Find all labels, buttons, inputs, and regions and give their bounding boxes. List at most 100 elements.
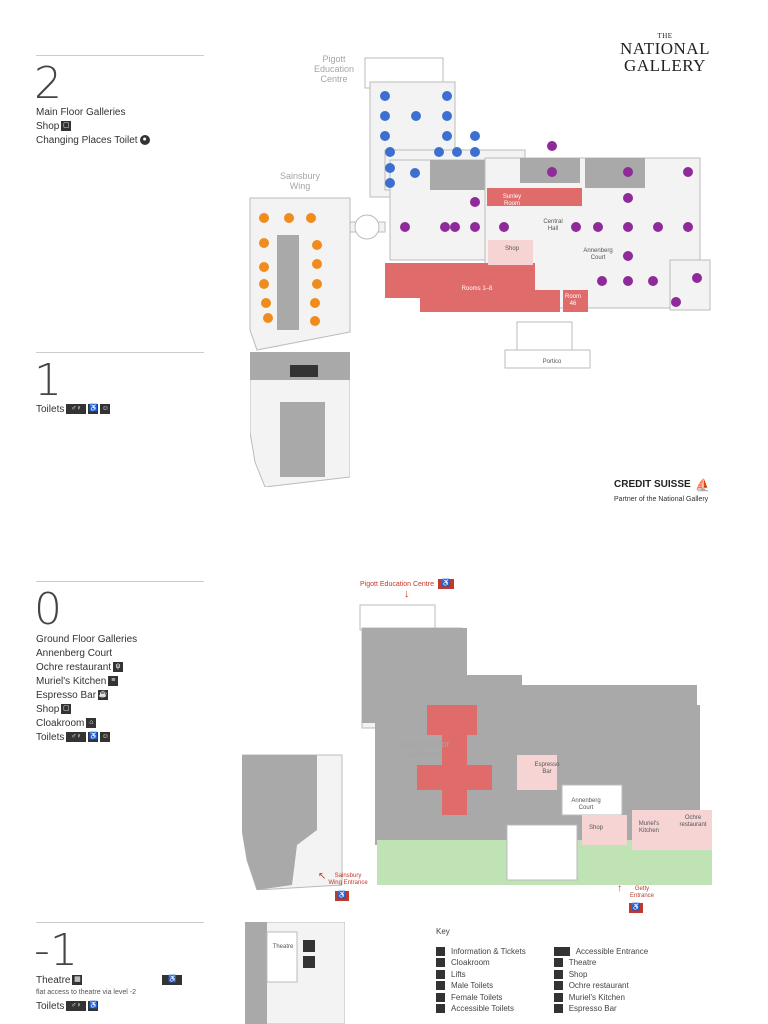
- level-0-item: Muriel's Kitchen≡: [36, 675, 137, 689]
- level-minus1-number: -1: [34, 925, 78, 976]
- level-0-number: 0: [34, 584, 62, 635]
- key-item: Espresso Bar: [553, 1003, 648, 1015]
- map-label-sainsbury-wing-entrance: Sainsbury Wing Entrance: [328, 873, 368, 886]
- level-0-item: Ground Floor Galleries: [36, 634, 138, 645]
- ochre-restaurant-icon: ψ: [113, 662, 124, 673]
- accessible-toilet-icon: ♿: [88, 732, 99, 743]
- sailboat-icon: ⛵: [695, 478, 710, 492]
- sponsor-name: CREDIT SUISSE: [614, 479, 691, 490]
- info-icon: [436, 946, 445, 956]
- baby-change-icon: ☺: [100, 404, 111, 415]
- key-right-column: Accessible Entrance Theatre Shop Ochre r…: [553, 946, 648, 1015]
- pigott-entrance-arrow: ↓: [404, 588, 410, 600]
- logo-the: THE: [657, 32, 673, 40]
- sponsor-tagline: Partner of the National Gallery: [614, 496, 709, 503]
- shop-icon: ▢: [61, 704, 72, 715]
- map-label-muriels-kitchen: Muriel's Kitchen: [638, 821, 660, 834]
- getty-entrance-arrow: ↑: [617, 883, 622, 894]
- female-toilet-icon: [436, 992, 445, 1002]
- accessible-entrance-icon: ♿: [437, 579, 454, 589]
- lift-icon: [436, 969, 445, 979]
- espresso-bar-icon: [553, 1004, 563, 1014]
- map-label-annenberg-court: Annenberg Court: [571, 798, 601, 811]
- key-item: Accessible Toilets: [436, 1003, 526, 1015]
- shop-icon: ▢: [61, 121, 72, 132]
- muriels-kitchen-icon: [553, 992, 563, 1002]
- map-label-ochre-restaurant: Ochre restaurant: [679, 815, 707, 828]
- level-minus1-legend: Theatre▦♿ flat access to theatre via lev…: [36, 974, 183, 1014]
- sainsbury-entrance-arrow: ↖: [318, 871, 327, 882]
- map-label-theatre: Theatre: [272, 944, 294, 950]
- level-2-item: Changing Places Toilet●: [36, 134, 150, 148]
- level-minus1-note: flat access to theatre via level -2: [36, 989, 136, 996]
- key-item: Female Toilets: [436, 992, 526, 1004]
- key-item: Cloakroom: [436, 957, 526, 969]
- male-toilet-icon: [436, 981, 445, 991]
- muriels-kitchen-icon: ≡: [108, 676, 119, 687]
- level-1-number: 1: [34, 355, 62, 406]
- toilets-icon: ♂♀: [66, 732, 87, 743]
- key-item: Ochre restaurant: [553, 980, 648, 992]
- level-0-item: Espresso Bar☕: [36, 690, 109, 701]
- key-item: Male Toilets: [436, 980, 526, 992]
- map-label-pigott: Pigott Education Centre: [313, 54, 355, 84]
- baby-change-icon: ☺: [100, 732, 111, 743]
- theatre-icon: [553, 958, 563, 968]
- level-minus1-item: Theatre▦♿: [36, 974, 183, 988]
- logo-line1: NATIONAL: [620, 39, 710, 58]
- map-label-portico: Portico: [542, 359, 562, 365]
- accessible-toilet-icon: ♿: [88, 404, 99, 415]
- espresso-bar-icon: ☕: [98, 690, 109, 701]
- map-label-sunley-room: Sunley Room: [502, 194, 522, 207]
- key-item: Accessible Entrance: [553, 946, 648, 958]
- toilets-icon: ♂♀: [66, 404, 87, 415]
- key-item: Information & Tickets: [436, 946, 526, 958]
- map-key: Key Information & Tickets Cloakroom Lift…: [436, 926, 648, 1015]
- level-minus1-map: [245, 922, 345, 1024]
- level-1-legend: Toilets♂♀♿☺: [36, 403, 111, 417]
- changing-places-icon: ●: [139, 135, 150, 146]
- level-0-item: Annenberg Court: [36, 648, 113, 659]
- map-label-room-46: Room 46: [564, 294, 581, 307]
- level-2-legend: Main Floor Galleries Shop▢ Changing Plac…: [36, 106, 150, 148]
- toilets-icon: ♂♀: [66, 1001, 87, 1012]
- map-label-central-hall: Central Hall: [543, 219, 563, 232]
- accessible-entrance-icon: ♿: [162, 975, 183, 986]
- key-item: Muriel's Kitchen: [553, 992, 648, 1004]
- level-0-legend: Ground Floor Galleries Annenberg Court O…: [36, 633, 137, 745]
- accessible-entrance-icon: ♿: [335, 891, 349, 901]
- map-label-shop: Shop: [504, 246, 519, 252]
- cloakroom-icon: [436, 958, 445, 968]
- level-0-map: [242, 604, 712, 890]
- level-0-item: Cloakroom⌂: [36, 717, 137, 731]
- map-label-shop: Shop: [588, 825, 603, 831]
- level-0-item: Toilets♂♀♿☺: [36, 732, 111, 743]
- level-2-item: Main Floor Galleries: [36, 107, 126, 118]
- logo-line2: GALLERY: [624, 56, 706, 75]
- cloakroom-icon: ⌂: [86, 718, 97, 729]
- map-label-espresso-bar: Espresso Bar: [534, 762, 560, 775]
- theatre-icon: ▦: [72, 975, 83, 986]
- accessible-entrance-icon: ♿: [629, 903, 643, 913]
- map-label-ground-floor-galleries: Ground Floor Galleries: [396, 739, 450, 759]
- national-gallery-logo: THE NATIONAL GALLERY: [610, 32, 720, 74]
- key-item: Lifts: [436, 969, 526, 981]
- level-1-map: [250, 352, 350, 487]
- key-item: Shop: [553, 969, 648, 981]
- level-2-number: 2: [34, 58, 62, 109]
- key-left-column: Information & Tickets Cloakroom Lifts Ma…: [436, 946, 526, 1015]
- map-label-sainsbury-wing: Sainsbury Wing: [279, 171, 321, 191]
- level-2-map: [249, 57, 711, 369]
- accessible-toilet-icon: ♿: [88, 1001, 99, 1012]
- level-minus1-item: Toilets♂♀♿: [36, 1001, 99, 1012]
- map-label-getty-entrance: Getty Entrance: [629, 886, 654, 899]
- level-2-item: Shop▢: [36, 121, 72, 132]
- accessible-toilet-icon: [436, 1004, 445, 1014]
- pigott-entrance-label: Pigott Education Centre ♿: [352, 579, 462, 590]
- level-0-item: Shop▢: [36, 704, 72, 715]
- key-title: Key: [436, 927, 450, 936]
- map-label-rooms-1-8: Rooms 1–8: [461, 286, 493, 292]
- ochre-restaurant-icon: [553, 981, 563, 991]
- map-label-annenberg: Annenberg Court: [583, 248, 613, 261]
